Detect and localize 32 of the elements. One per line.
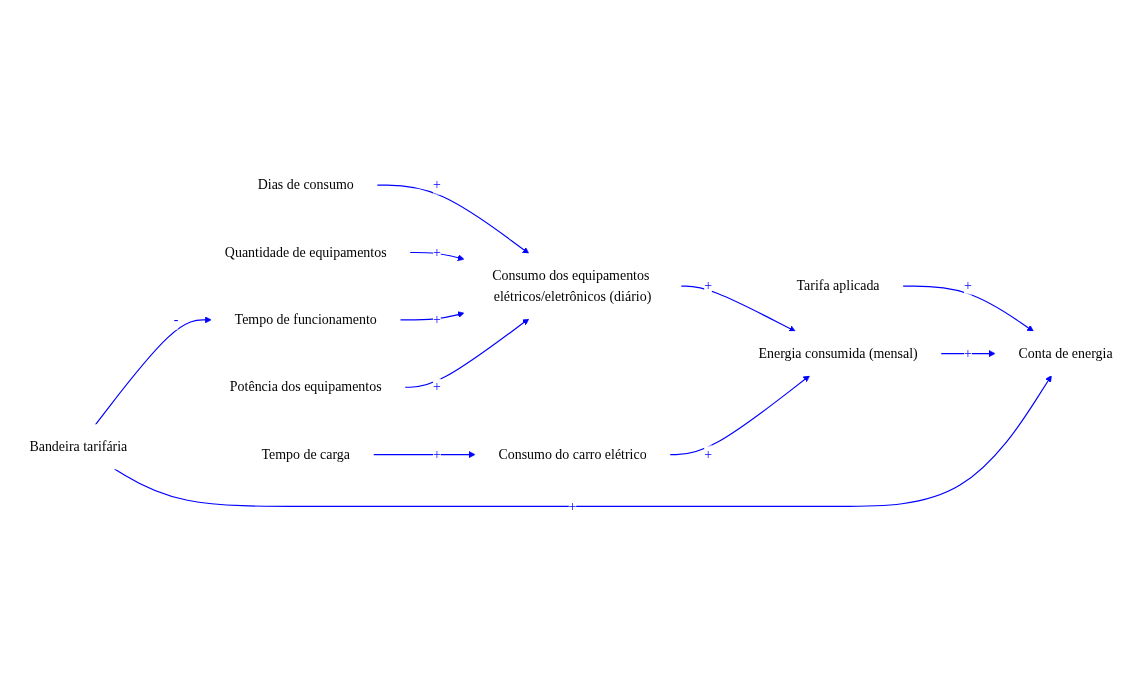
edge-label: + [964, 345, 972, 361]
arrow [409, 251, 465, 262]
edge-label: + [704, 278, 713, 294]
edge-label: + [704, 446, 713, 462]
node-text: Consumo dos equipamentos elétricos/eletrônicos (diário) [492, 267, 652, 304]
arrow [404, 318, 530, 388]
arrow [94, 316, 212, 426]
arrow [902, 285, 1034, 332]
node-text: Quantidade de equipamentos [224, 244, 387, 260]
arrow [399, 311, 465, 321]
node-text: Energia consumida (mensal) [758, 345, 918, 361]
node-text: Tempo de carga [261, 446, 350, 462]
arrow [376, 184, 530, 254]
node-text: Bandeira tarifária [29, 438, 128, 455]
node-text: Tempo de funcionamento [234, 311, 377, 328]
edge-label: - [173, 311, 179, 328]
edge-label: + [433, 177, 441, 193]
arrow [372, 451, 476, 458]
arrow [669, 375, 810, 456]
edge-label: + [964, 278, 972, 294]
edge-label: + [433, 446, 441, 462]
edge-label: + [568, 498, 577, 514]
node-text: Potência dos equipamentos [229, 379, 382, 395]
edge-label: + [433, 379, 441, 395]
node-text: Tarifa aplicada [796, 278, 880, 294]
node-text: Dias de consumo [257, 177, 354, 193]
node-text: Consumo do carro elétrico [498, 446, 647, 462]
arrow [113, 375, 1052, 508]
edge-label: + [433, 311, 441, 328]
edge-label: + [433, 244, 441, 260]
arrow [680, 285, 796, 332]
node-text: Conta de energia [1018, 345, 1113, 361]
